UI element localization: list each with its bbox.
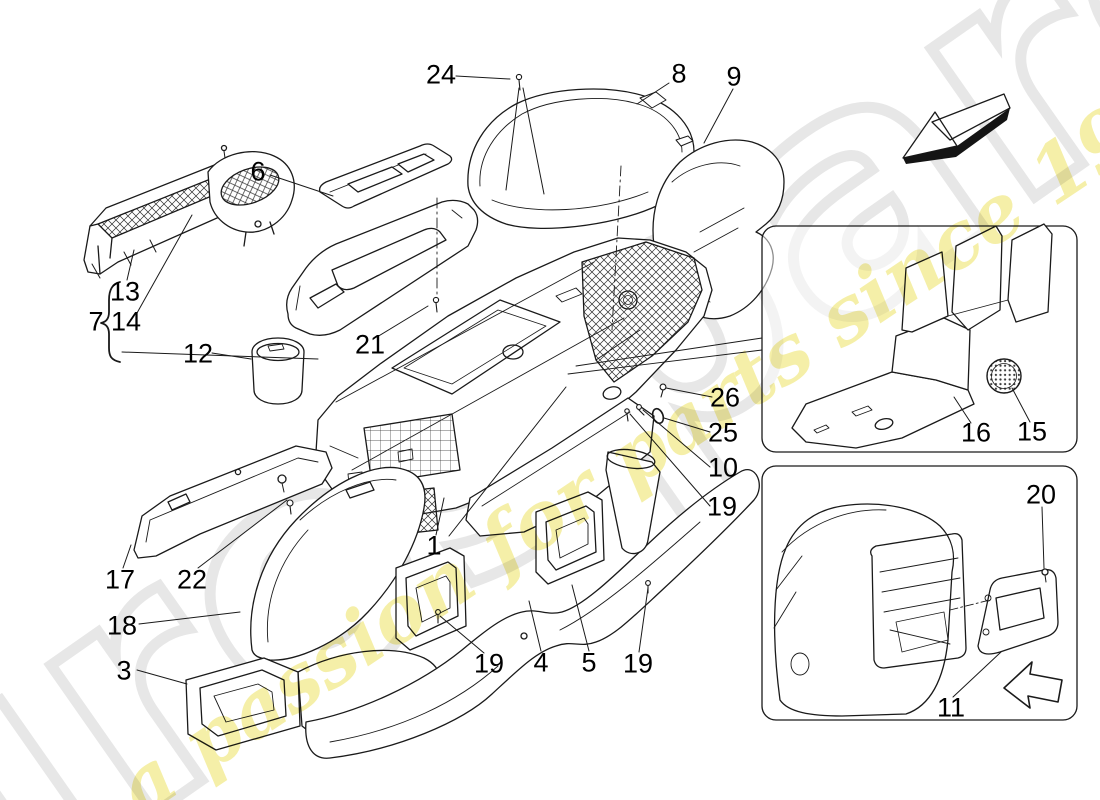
direction-arrow-main <box>902 93 1011 164</box>
direction-arrow-inset <box>1003 661 1063 709</box>
part-17-side-trim <box>133 445 333 559</box>
group-7-brace <box>100 281 121 363</box>
part-11-vent-bezel <box>977 569 1059 655</box>
part-14-cupholder <box>207 144 295 247</box>
inset-box-console-insulation <box>761 223 1078 453</box>
inset-box-rear-vent <box>761 465 1078 721</box>
part-18-curved-trim <box>250 466 426 661</box>
part-8-armrest-lid <box>467 87 695 230</box>
leader-lines <box>121 75 1045 698</box>
fasteners <box>286 73 667 624</box>
inset-reference-lines <box>567 337 763 375</box>
part-12-cup <box>251 337 305 405</box>
part-15-mesh-disc <box>986 358 1022 394</box>
axis-lines <box>436 165 622 331</box>
part-7-console-trim <box>286 199 479 336</box>
part-20-screw <box>1041 568 1049 576</box>
part-6-trim-plate <box>318 143 453 209</box>
